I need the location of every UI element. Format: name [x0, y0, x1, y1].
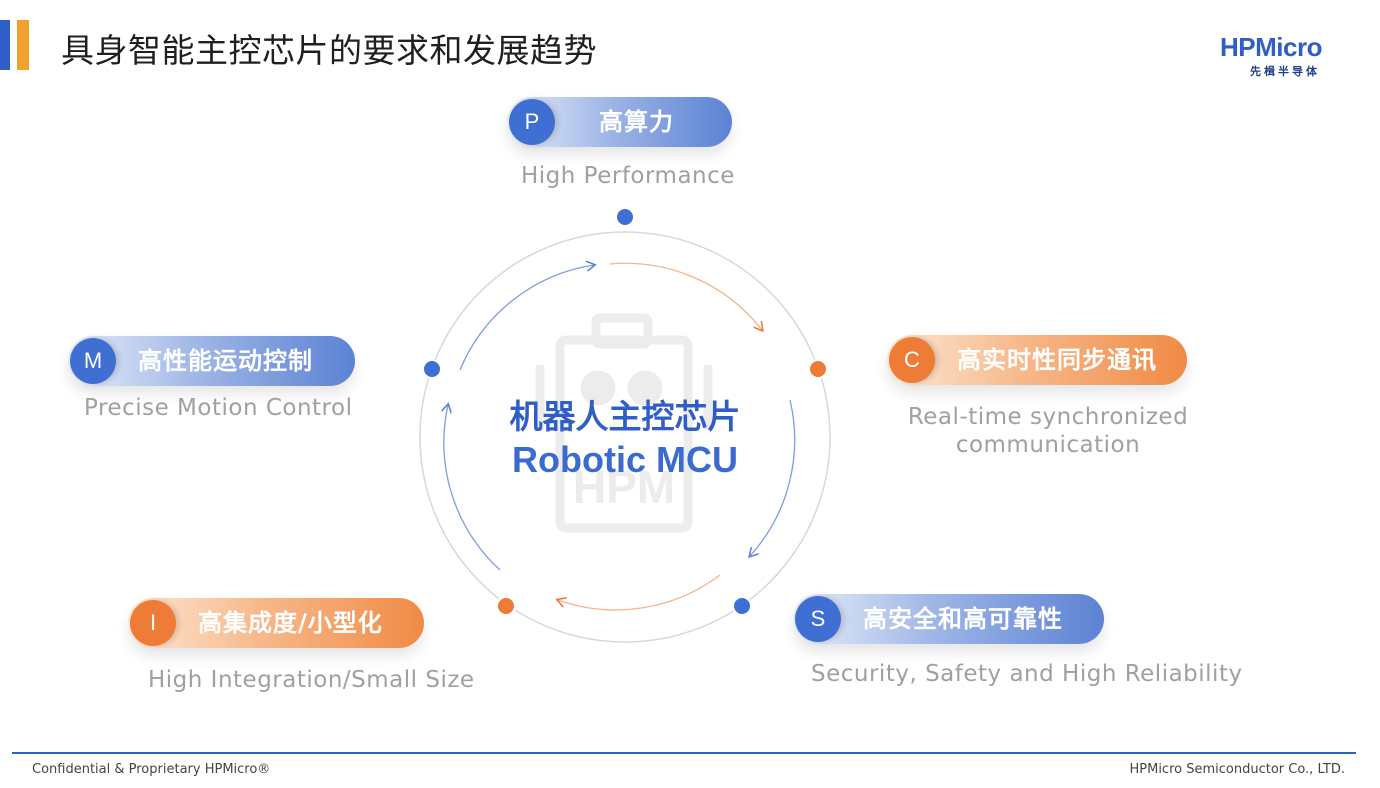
- node-dot-c: [808, 359, 828, 379]
- requirement-pill-integration: I 高集成度/小型化: [128, 598, 424, 648]
- flow-arrow-s-i: [558, 574, 721, 611]
- title-accent-blue: [0, 20, 10, 70]
- flow-arrow-i-m: [444, 405, 501, 571]
- requirement-subtitle-integration: High Integration/Small Size: [148, 667, 475, 693]
- flow-arrow-c-s: [750, 399, 796, 556]
- flow-arrow-m-p: [459, 265, 594, 371]
- requirement-letter-m: M: [70, 338, 116, 384]
- logo-text: HPMicro: [1220, 32, 1322, 62]
- center-title-cn: 机器人主控芯片: [509, 397, 741, 436]
- node-dot-m: [422, 359, 442, 379]
- requirement-pill-motion: M 高性能运动控制: [68, 336, 355, 386]
- requirement-subtitle-performance: High Performance: [521, 163, 735, 189]
- node-dot-p: [615, 207, 635, 227]
- outer-ring: [419, 231, 831, 643]
- center-title-en: Robotic MCU: [512, 439, 738, 480]
- page-title: 具身智能主控芯片的要求和发展趋势: [61, 31, 597, 70]
- footer-company: HPMicro Semiconductor Co., LTD.: [1129, 762, 1345, 777]
- requirement-label-realtime: 高实时性同步通讯: [957, 346, 1157, 374]
- footer-confidential: Confidential & Proprietary HPMicro®: [32, 762, 271, 777]
- footer-divider: [12, 752, 1356, 754]
- hpmicro-logo: HPMicro 先楫半导体: [1220, 32, 1360, 78]
- requirement-label-safety: 高安全和高可靠性: [863, 605, 1063, 633]
- requirement-subtitle-motion: Precise Motion Control: [84, 395, 353, 421]
- requirement-subtitle-safety: Security, Safety and High Reliability: [811, 661, 1243, 687]
- node-dot-s: [732, 596, 752, 616]
- requirement-letter-i: I: [130, 600, 176, 646]
- requirement-letter-s: S: [795, 596, 841, 642]
- logo-subtext: 先楫半导体: [1250, 65, 1320, 78]
- requirement-pill-safety: S 高安全和高可靠性: [793, 594, 1104, 644]
- title-accent-orange: [17, 20, 29, 70]
- watermark-text: HPM: [573, 461, 675, 513]
- requirement-label-integration: 高集成度/小型化: [198, 609, 383, 637]
- requirement-letter-p: P: [509, 99, 555, 145]
- node-dot-i: [496, 596, 516, 616]
- requirement-letter-c: C: [889, 337, 935, 383]
- requirement-pill-performance: P 高算力: [507, 97, 732, 147]
- requirement-subtitle-realtime-1: Real-time synchronized: [907, 404, 1189, 430]
- robot-watermark-icon: [535, 313, 713, 533]
- requirement-subtitle-realtime-2: communication: [955, 432, 1141, 458]
- requirement-label-motion: 高性能运动控制: [138, 347, 313, 375]
- requirement-label-performance: 高算力: [599, 108, 674, 136]
- flow-arrow-p-c: [609, 262, 762, 330]
- requirement-pill-realtime: C 高实时性同步通讯: [887, 335, 1187, 385]
